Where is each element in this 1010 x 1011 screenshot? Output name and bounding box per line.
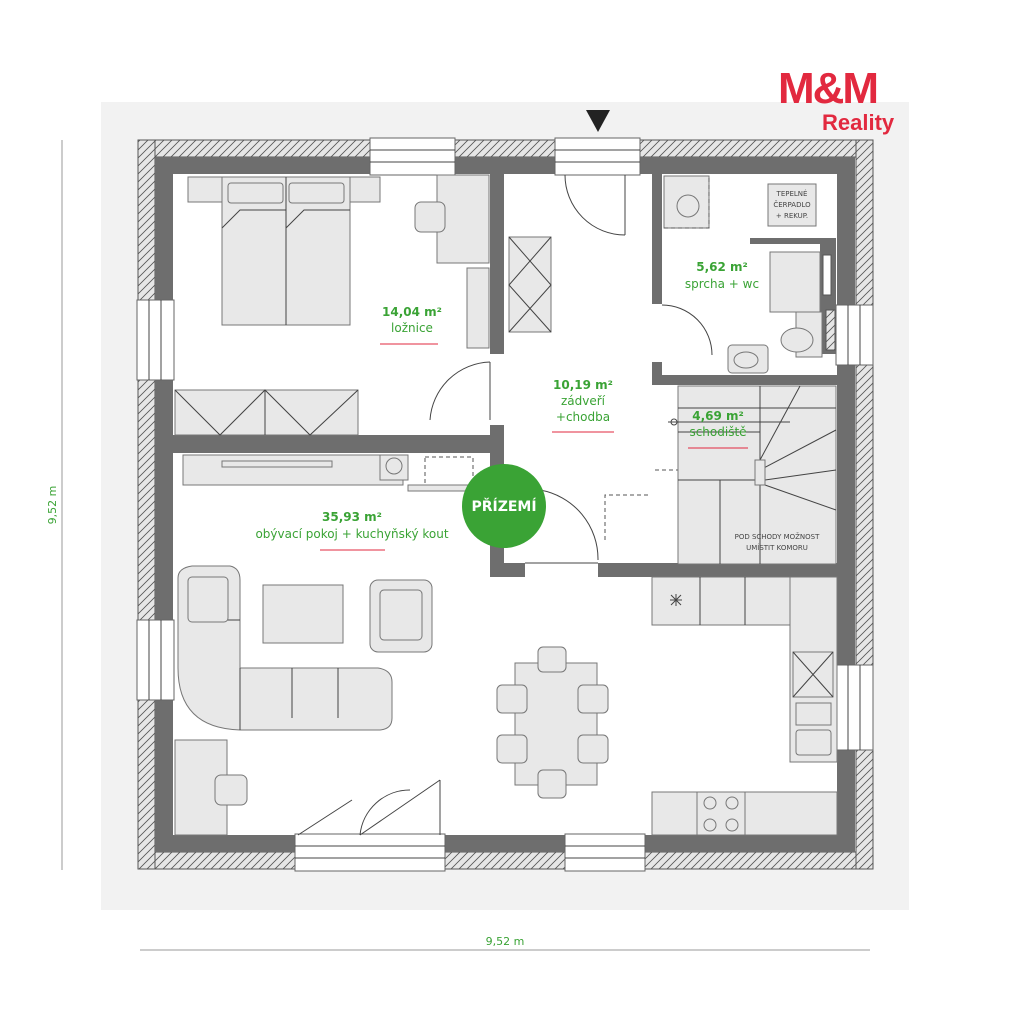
floor-badge: PŘÍZEMÍ	[462, 464, 546, 548]
bathroom-door	[661, 304, 713, 356]
wardrobe	[174, 389, 359, 436]
room-label-staircase: 4,69 m² schodiště	[688, 409, 748, 449]
svg-text:M&M: M&M	[778, 64, 877, 113]
kitchen	[651, 576, 838, 836]
svg-text:zádveří: zádveří	[561, 394, 606, 408]
svg-text:schodiště: schodiště	[689, 425, 746, 439]
terrace-doors	[297, 779, 441, 836]
note-under-stairs: POD SCHODY MOŽNOST UMÍSTIT KOMORU	[735, 532, 820, 552]
entrance-door	[564, 174, 626, 236]
brand-logo: M&M Reality	[778, 64, 895, 135]
coffee-table	[262, 584, 344, 644]
svg-text:Reality: Reality	[822, 110, 895, 135]
staircase	[668, 385, 837, 565]
svg-text:9,52 m: 9,52 m	[46, 486, 59, 525]
bath-fixtures	[727, 251, 836, 374]
dimension-width: 9,52 m	[140, 935, 870, 951]
svg-text:obývací pokoj + kuchyňský kout: obývací pokoj + kuchyňský kout	[255, 527, 448, 541]
svg-text:PŘÍZEMÍ: PŘÍZEMÍ	[471, 498, 536, 515]
svg-text:ložnice: ložnice	[391, 321, 433, 335]
room-label-bedroom: 14,04 m² ložnice	[380, 305, 442, 345]
entrance-arrow-icon	[586, 110, 610, 132]
interior-walls	[173, 174, 838, 577]
svg-text:TEPELNÉ: TEPELNÉ	[776, 189, 808, 198]
svg-text:4,69 m²: 4,69 m²	[692, 409, 744, 423]
living-door	[525, 489, 599, 564]
svg-text:+ REKUP.: + REKUP.	[776, 212, 808, 220]
dining-set	[496, 646, 609, 799]
desk-corner	[174, 739, 248, 836]
window-glazing	[148, 149, 861, 859]
hall-cabinet	[508, 236, 552, 333]
dimension-height: 9,52 m	[46, 140, 63, 870]
svg-text:35,93 m²: 35,93 m²	[322, 510, 382, 524]
armchair	[369, 579, 433, 653]
desk	[414, 174, 490, 349]
note-heat-pump: TEPELNÉ ČERPADLO + REKUP.	[773, 189, 811, 220]
svg-text:9,52 m: 9,52 m	[486, 935, 525, 948]
shower	[663, 175, 817, 229]
svg-text:sprcha + wc: sprcha + wc	[685, 277, 759, 291]
svg-text:14,04 m²: 14,04 m²	[382, 305, 442, 319]
room-label-living: 35,93 m² obývací pokoj + kuchyňský kout	[255, 510, 449, 551]
svg-text:POD SCHODY MOŽNOST: POD SCHODY MOŽNOST	[735, 532, 820, 541]
room-label-hall: 10,19 m² zádveří +chodba	[552, 378, 614, 433]
svg-text:+chodba: +chodba	[556, 410, 610, 424]
double-bed	[187, 176, 381, 326]
bedroom-door	[429, 361, 491, 421]
svg-text:10,19 m²: 10,19 m²	[553, 378, 613, 392]
svg-text:5,62 m²: 5,62 m²	[696, 260, 748, 274]
svg-text:UMÍSTIT KOMORU: UMÍSTIT KOMORU	[746, 543, 808, 552]
room-label-bathroom: 5,62 m² sprcha + wc	[685, 260, 759, 291]
tv-unit	[182, 454, 477, 492]
sofa	[177, 565, 393, 731]
svg-text:ČERPADLO: ČERPADLO	[773, 200, 811, 209]
wall-openings	[136, 137, 874, 872]
